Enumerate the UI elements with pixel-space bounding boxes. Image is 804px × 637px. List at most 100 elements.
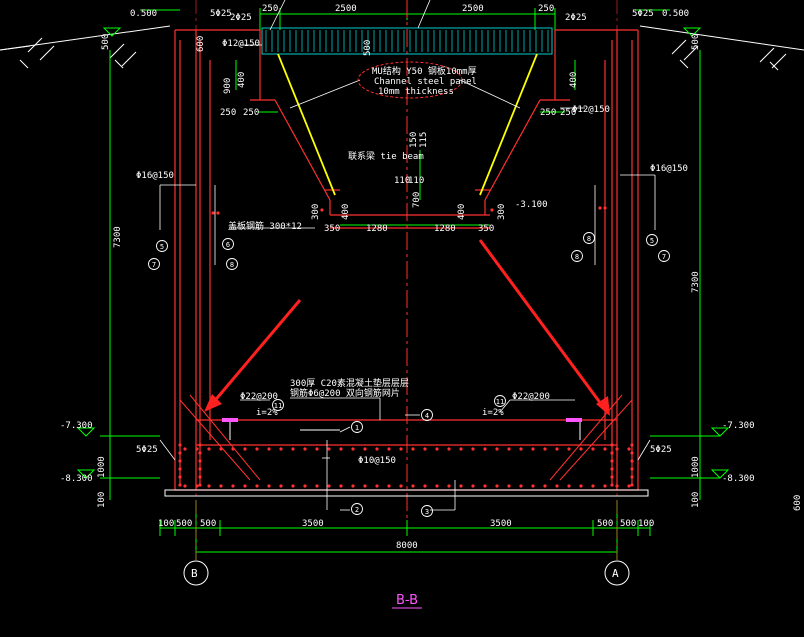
beam-dim-1280a: 1280 — [366, 224, 388, 234]
bracket-left-dim-v1: 400 — [237, 72, 247, 88]
total-width: 8000 — [396, 541, 418, 551]
rebar-dot — [610, 475, 614, 479]
rebar-dot — [198, 443, 202, 447]
circle-marker-label: 3 — [425, 508, 429, 516]
circle-marker-ring — [658, 250, 670, 262]
beam-dim-1280b: 1280 — [434, 224, 456, 234]
rebar-dot — [291, 484, 295, 488]
rebar-dot — [423, 447, 427, 451]
axis-bubble-a: A — [604, 560, 630, 586]
circle-marker-ring — [421, 409, 433, 421]
rebar-dot — [555, 447, 559, 451]
rebar-dot — [483, 447, 487, 451]
edge-mark: 600 — [793, 495, 803, 511]
bottom-dim-3: 500 — [200, 519, 216, 529]
leader-lines — [159, 0, 656, 511]
rebar-dot — [490, 208, 494, 212]
beam-dim-350b: 350 — [478, 224, 494, 234]
rebar-bottom-mid: Φ10@150 — [358, 456, 396, 466]
rebar-dot — [411, 484, 415, 488]
circle-marker: 3 — [421, 505, 433, 517]
rebar-dot — [243, 484, 247, 488]
circle-marker: 11 — [494, 395, 506, 407]
side-right-rebar: 5Φ25 — [650, 445, 672, 455]
rebar-dots — [178, 206, 634, 488]
rebar-dot — [231, 484, 235, 488]
center-note-line3: 10mm thickness — [378, 87, 454, 97]
rebar-dot — [183, 484, 187, 488]
rebar-dot — [375, 447, 379, 451]
rebar-dot — [610, 467, 614, 471]
rebar-dot — [630, 483, 634, 487]
circle-marker: 7 — [148, 258, 160, 270]
beam-dim-110a: 110 — [394, 176, 410, 186]
base-dim-left-1000: 1000 — [97, 456, 107, 478]
rebar-dot — [327, 447, 331, 451]
circle-marker: 8 — [583, 232, 595, 244]
level-left-1: -7.300 — [60, 421, 93, 431]
bottom-dim-8: 100 — [638, 519, 654, 529]
rebar-dot — [178, 475, 182, 479]
bracket-right-dim-h2: 250 — [560, 108, 576, 118]
rebar-dot — [630, 459, 634, 463]
rebar-dot — [630, 451, 634, 455]
bottom-dim-4: 3500 — [302, 519, 324, 529]
bracket-right-dim-v1: 400 — [569, 72, 579, 88]
rebar-dot — [178, 451, 182, 455]
rebar-dot — [507, 447, 511, 451]
left-note: 盖板钢筋 300*12 — [228, 220, 302, 232]
small-dim-600: 600 — [196, 36, 206, 52]
rebar-dot — [531, 447, 535, 451]
rebar-dot — [387, 484, 391, 488]
rebar-dot — [387, 447, 391, 451]
beam-dim-300a: 300 — [311, 204, 321, 220]
top-dim-4: 250 — [538, 4, 554, 14]
rebar-dot — [459, 447, 463, 451]
rebar-dot — [198, 459, 202, 463]
rebar-dot — [399, 484, 403, 488]
ground-lines — [0, 25, 804, 71]
rebar-dot — [495, 484, 499, 488]
side-left-rebar: 5Φ25 — [136, 445, 158, 455]
slope-right: i=2% — [482, 408, 504, 418]
bottom-dim-7: 500 — [620, 519, 636, 529]
rebar-dot — [303, 447, 307, 451]
bottom-dim-5: 3500 — [490, 519, 512, 529]
circle-marker-label: 8 — [230, 261, 234, 269]
circle-marker-ring — [222, 238, 234, 250]
rebar-left-label: Φ16@150 — [136, 171, 174, 181]
rebar-dot — [216, 211, 220, 215]
circle-marker-label: 1 — [355, 424, 359, 432]
panel-dim: 500 — [363, 40, 373, 56]
top-left-level: 0.500 — [130, 9, 157, 19]
rebar-dot — [195, 447, 199, 451]
rebar-dot — [198, 475, 202, 479]
circle-marker-label: 2 — [355, 506, 359, 514]
circle-marker-ring — [272, 399, 284, 411]
steel-plates — [277, 53, 538, 196]
circle-marker-ring — [494, 395, 506, 407]
bracket-right-dim-h1: 250 — [540, 108, 556, 118]
rebar-bottom-right: Φ22@200 — [512, 392, 550, 402]
base-dim-right-1000: 1000 — [691, 456, 701, 478]
beam-dim-400b: 400 — [457, 204, 467, 220]
circle-marker-ring — [421, 505, 433, 517]
level-left-2: -8.300 — [60, 474, 93, 484]
circle-marker-ring — [583, 232, 595, 244]
rebar-dot — [519, 447, 523, 451]
circle-marker-label: 7 — [152, 261, 156, 269]
rebar-dot — [435, 484, 439, 488]
bracket-right-note: Φ12@150 — [572, 105, 610, 115]
beam-dim-115: 115 — [419, 132, 429, 148]
rebar-bottom-left: Φ22@200 — [240, 392, 278, 402]
rebar-dot — [198, 483, 202, 487]
right-top-dim: 500 — [691, 34, 701, 50]
rebar-dot — [610, 443, 614, 447]
rebar-dot — [363, 484, 367, 488]
level-right-2: -8.300 — [722, 474, 755, 484]
circle-marker: 8 — [226, 258, 238, 270]
rebar-dot — [567, 484, 571, 488]
dimension-lines — [100, 8, 720, 560]
height-right: 7300 — [691, 271, 701, 293]
left-top-dim: 500 — [101, 34, 111, 50]
